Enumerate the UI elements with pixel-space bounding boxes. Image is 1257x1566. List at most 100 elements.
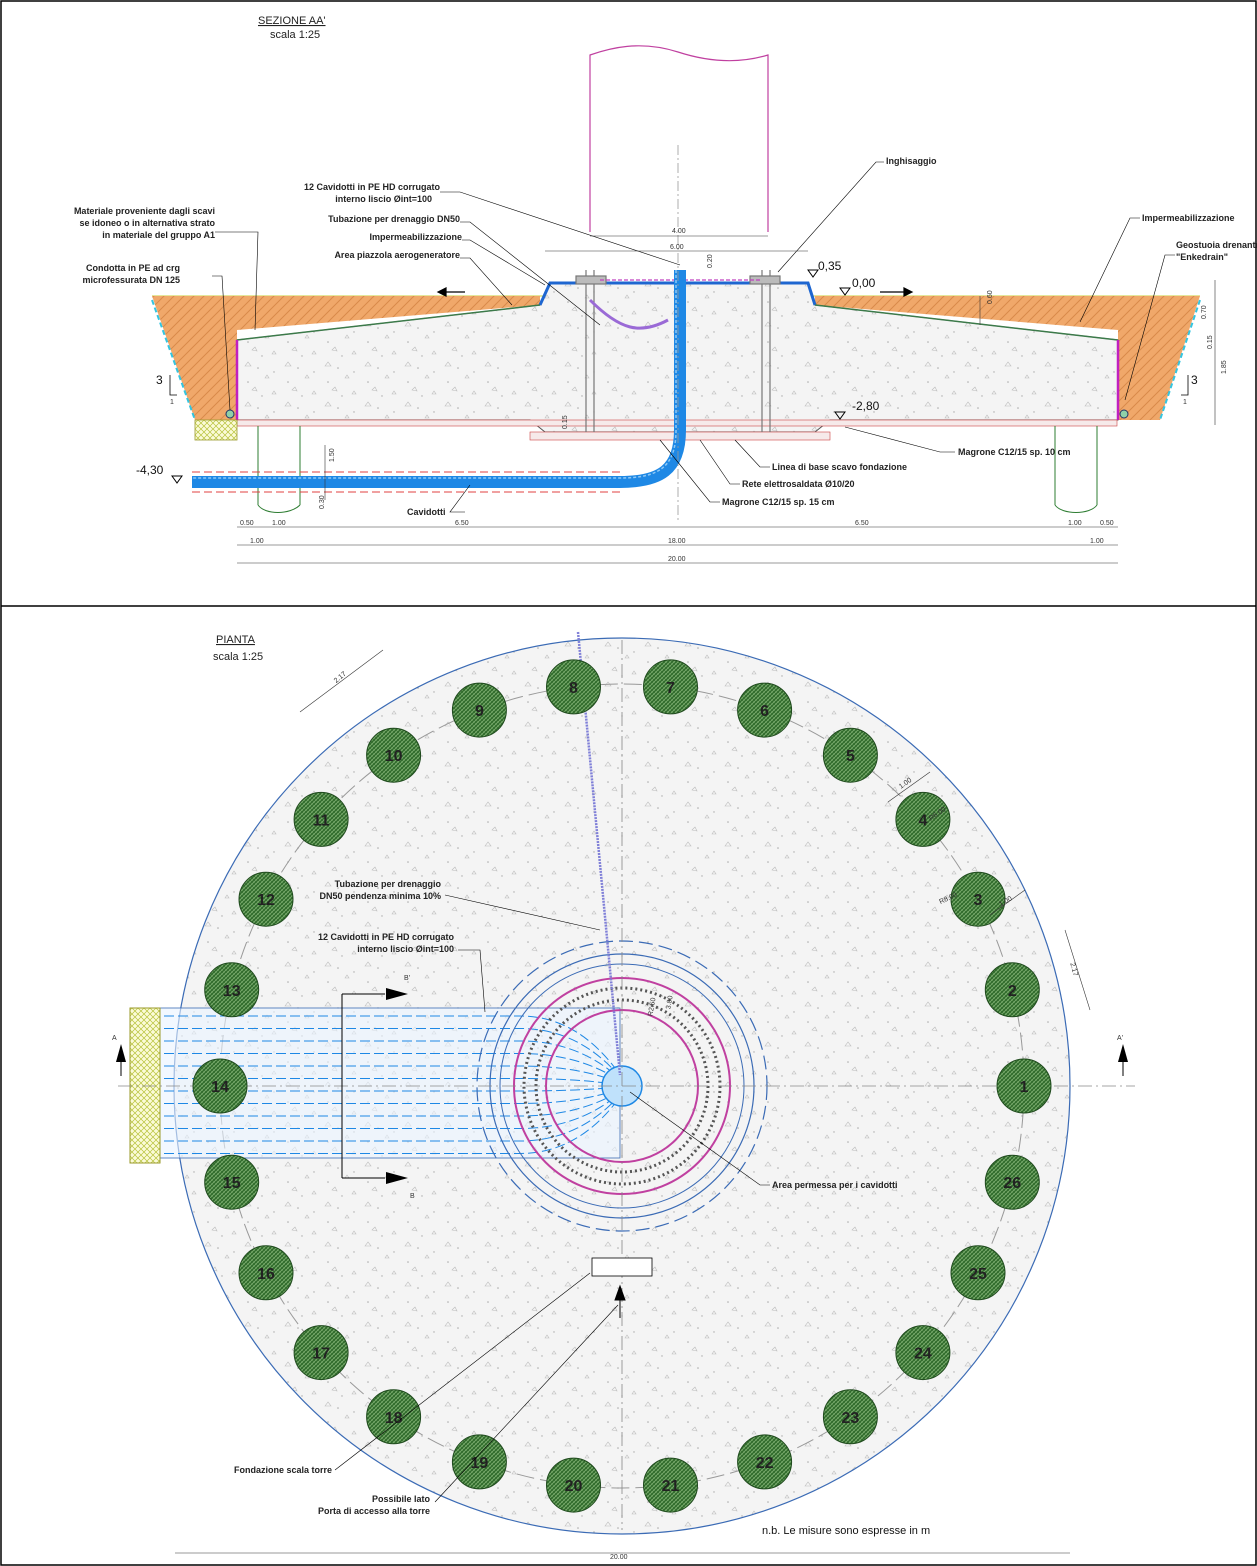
drain-pipe-plan — [576, 631, 622, 1076]
label-magrone15: Magrone C12/15 sp. 15 cm — [722, 497, 835, 507]
pile-number: 23 — [842, 1410, 860, 1427]
svg-text:B': B' — [404, 975, 410, 982]
svg-text:-4,30: -4,30 — [136, 463, 164, 477]
drain-pipe-left — [225, 409, 235, 419]
pile-number: 13 — [223, 983, 241, 1000]
pile-right — [1054, 426, 1098, 513]
dim-015b: 0.15 — [562, 415, 569, 429]
label-cavidotti-pe-2: interno liscio Øint=100 — [335, 194, 432, 204]
section-marks: A A' B' B — [112, 975, 1128, 1200]
svg-text:B: B — [410, 1193, 415, 1200]
dim-100-bl: 1.00 — [250, 538, 264, 545]
pile-number: 20 — [565, 1478, 583, 1495]
plan-view: PIANTA scala 1:25 A A' — [112, 631, 1135, 1561]
pile-19: 19 — [451, 1434, 507, 1490]
pile-number: 8 — [569, 680, 578, 697]
label-condotta-1: Condotta in PE ad crg — [86, 263, 180, 273]
plan-scale: scala 1:25 — [213, 651, 263, 663]
pile-18: 18 — [366, 1389, 422, 1445]
svg-text:1: 1 — [1183, 399, 1187, 406]
pile-number: 2 — [1008, 983, 1017, 1000]
label-tubazione: Tubazione per drenaggio DN50 — [328, 214, 460, 224]
plan-dimensions — [175, 649, 1091, 1554]
label-cavidotti-pe-1: 12 Cavidotti in PE HD corrugato — [304, 182, 441, 192]
pile-17: 17 — [293, 1325, 349, 1381]
slope-left: 3 1 — [156, 373, 177, 406]
pile-number: 17 — [312, 1346, 330, 1363]
svg-text:0,00: 0,00 — [852, 276, 876, 290]
pile-number: 3 — [974, 892, 983, 909]
cable-line — [150, 1028, 623, 1080]
dim-020: 0.20 — [707, 254, 714, 268]
plan-dim-217-top: 2.17 — [333, 671, 348, 685]
plan-dim-300: 3.00 — [665, 995, 674, 1010]
pile-6: 6 — [737, 682, 793, 738]
label-materiale-1: Materiale proveniente dagli scavi — [74, 206, 215, 216]
plan-label-cavidotti-2: interno liscio Øint=100 — [357, 944, 454, 954]
plan-title: PIANTA — [216, 634, 256, 646]
pile-7: 7 — [643, 659, 698, 715]
label-geostuoia-2: "Enkedrain" — [1176, 252, 1228, 262]
pile-number: 9 — [475, 703, 484, 720]
pile-number: 25 — [969, 1266, 987, 1283]
dim-050-left: 0.50 — [240, 520, 254, 527]
impermeab-line — [236, 304, 1119, 341]
label-impermeab-right: Impermeabilizzazione — [1142, 213, 1235, 223]
dim-185: 1.85 — [1221, 360, 1228, 374]
label-inghisaggio: Inghisaggio — [886, 156, 937, 166]
pile-11: 11 — [293, 791, 349, 847]
pile-21: 21 — [643, 1457, 698, 1513]
label-linea-base: Linea di base scavo fondazione — [772, 462, 907, 472]
svg-text:A': A' — [1117, 1035, 1123, 1042]
section-view: SEZIONE AA' scala 1:25 — [74, 15, 1257, 564]
dim-600: 6.00 — [670, 244, 684, 251]
label-area-piazzola: Area piazzola aerogeneratore — [334, 250, 460, 260]
cable-line — [150, 1078, 623, 1086]
plan-label-area-permessa: Area permessa per i cavidotti — [772, 1180, 898, 1190]
geostuoia-right — [1159, 299, 1201, 421]
label-magrone10: Magrone C12/15 sp. 10 cm — [958, 447, 1071, 457]
plan-dim-217-right: 2.17 — [1068, 962, 1078, 977]
slope-right: 3 1 — [1181, 373, 1198, 406]
section-leaders — [212, 161, 1175, 513]
label-materiale-3: in materiale del gruppo A1 — [102, 230, 215, 240]
pile-16: 16 — [238, 1245, 294, 1301]
svg-text:3: 3 — [1191, 373, 1198, 387]
label-impermeab: Impermeabilizzazione — [369, 232, 462, 242]
pile-number: 6 — [760, 703, 769, 720]
pile-3: 3 — [950, 871, 1006, 927]
pile-5: 5 — [822, 727, 878, 783]
pile-23: 23 — [822, 1389, 878, 1445]
dim-100-left: 1.00 — [272, 520, 286, 527]
backfill-left — [152, 296, 540, 420]
dim-1800: 18.00 — [668, 538, 686, 545]
door-arrow — [614, 1284, 626, 1318]
plan-dim-2000: 20.00 — [610, 1554, 628, 1561]
cable-line — [150, 1086, 623, 1092]
dim-650-right: 6.50 — [855, 520, 869, 527]
pile-cap-left — [194, 419, 238, 441]
dim-015: 0.15 — [1207, 335, 1214, 349]
plan-label-cavidotti-1: 12 Cavidotti in PE HD corrugato — [318, 932, 455, 942]
pile-left — [257, 426, 301, 513]
pile-10: 10 — [366, 727, 422, 783]
pile-25: 25 — [950, 1245, 1006, 1301]
dim-400: 4.00 — [672, 228, 686, 235]
dim-070: 0.70 — [1201, 305, 1208, 319]
pile-1: 1 — [996, 1058, 1052, 1114]
dim-100-br: 1.00 — [1090, 538, 1104, 545]
geostuoia-left — [151, 299, 196, 421]
dim-050-right: 0.50 — [1100, 520, 1114, 527]
plan-dim-r250: R2.50 — [647, 997, 657, 1017]
pile-number: 15 — [223, 1175, 241, 1192]
tower-shaft — [589, 45, 769, 232]
svg-text:-2,80: -2,80 — [852, 399, 880, 413]
svg-text:1: 1 — [170, 399, 174, 406]
cable-bundle-hl — [192, 270, 677, 479]
dim-100-right: 1.00 — [1068, 520, 1082, 527]
label-geostuoia-1: Geostuoia drenante — [1176, 240, 1257, 250]
pile-number: 18 — [385, 1410, 403, 1427]
pile-number: 1 — [1020, 1079, 1029, 1096]
pile-number: 22 — [756, 1455, 774, 1472]
